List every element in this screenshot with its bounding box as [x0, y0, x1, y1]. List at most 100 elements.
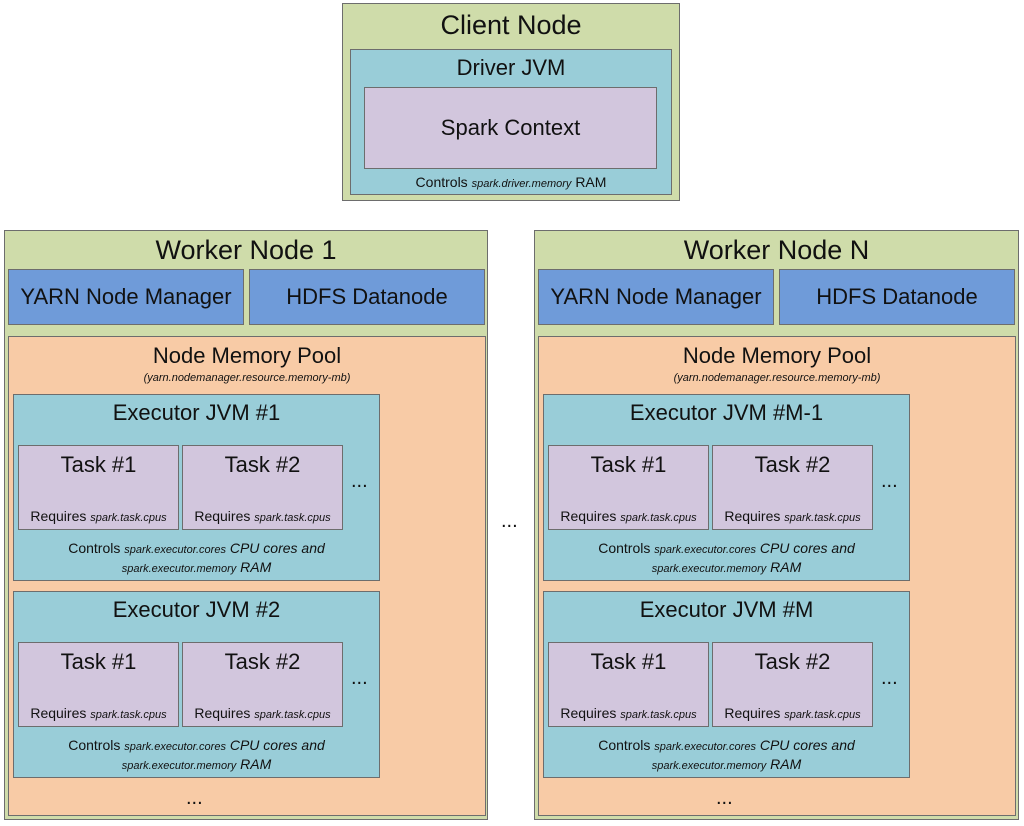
task-title: Task #1 [60, 452, 137, 477]
executor-jvm-title: Executor JVM #M [639, 597, 814, 622]
executor-controls-line1: Controls spark.executor.cores CPU cores … [14, 540, 379, 556]
memory-pool-param: (yarn.nodemanager.resource.memory-mb) [143, 372, 351, 384]
task-requires: Requires spark.task.cpus [19, 508, 178, 524]
task-title: Task #2 [754, 649, 831, 674]
task-requires-param: spark.task.cpus [90, 512, 167, 524]
task-requires: Requires spark.task.cpus [713, 705, 872, 721]
executor-controls-prefix: Controls [68, 540, 121, 556]
more-tasks-ellipsis: ... [881, 667, 898, 689]
memory-pool-title: Node Memory Pool [152, 343, 342, 368]
spark-context: Spark Context [364, 87, 657, 169]
task-requires-label: Requires [724, 508, 781, 524]
client-node: Client Node Driver JVM Spark Context Con… [342, 3, 680, 201]
task-box: Task #2 Requires spark.task.cpus [712, 445, 873, 530]
hdfs-datanode: HDFS Datanode [779, 269, 1015, 325]
task-title: Task #1 [590, 649, 667, 674]
task-box: Task #1 Requires spark.task.cpus [548, 642, 709, 727]
more-executors-ellipsis: ... [186, 787, 203, 809]
memory-pool-title: Node Memory Pool [682, 343, 872, 368]
task-requires-label: Requires [560, 508, 617, 524]
task-box: Task #1 Requires spark.task.cpus [18, 642, 179, 727]
task-requires-param: spark.task.cpus [784, 709, 861, 721]
task-title: Task #1 [60, 649, 137, 674]
executor-cores-suffix: CPU cores and [229, 540, 325, 556]
hdfs-datanode-label: HDFS Datanode [286, 284, 448, 309]
worker-node-title: Worker Node 1 [155, 235, 337, 265]
spark-context-label: Spark Context [440, 115, 581, 140]
executor-controls-line2: spark.executor.memory RAM [544, 559, 909, 575]
executor-controls-line1: Controls spark.executor.cores CPU cores … [544, 540, 909, 556]
task-requires: Requires spark.task.cpus [183, 705, 342, 721]
executor-memory-suffix: RAM [240, 756, 272, 772]
memory-pool-param: (yarn.nodemanager.resource.memory-mb) [673, 372, 881, 384]
executor-controls-prefix: Controls [68, 737, 121, 753]
executor-memory-suffix: RAM [770, 559, 802, 575]
executor-jvm: Executor JVM #M Task #1 Requires spark.t… [543, 591, 910, 778]
task-box: Task #1 Requires spark.task.cpus [18, 445, 179, 530]
executor-controls-line1: Controls spark.executor.cores CPU cores … [14, 737, 379, 753]
executor-controls-line2: spark.executor.memory RAM [544, 756, 909, 772]
driver-controls-suffix: RAM [575, 174, 607, 190]
task-requires-param: spark.task.cpus [254, 512, 331, 524]
executor-controls-line2: spark.executor.memory RAM [14, 559, 379, 575]
worker-node-1: Worker Node 1 YARN Node Manager HDFS Dat… [4, 230, 488, 820]
executor-jvm: Executor JVM #2 Task #1 Requires spark.t… [13, 591, 380, 778]
driver-jvm-title: Driver JVM [456, 55, 566, 80]
task-title: Task #2 [754, 452, 831, 477]
executor-jvm-title: Executor JVM #2 [112, 597, 281, 622]
hdfs-datanode: HDFS Datanode [249, 269, 485, 325]
task-box: Task #1 Requires spark.task.cpus [548, 445, 709, 530]
task-requires-param: spark.task.cpus [90, 709, 167, 721]
task-requires-param: spark.task.cpus [620, 512, 697, 524]
driver-controls-param: spark.driver.memory [471, 178, 572, 190]
yarn-node-manager: YARN Node Manager [538, 269, 774, 325]
more-tasks-ellipsis: ... [881, 470, 898, 492]
worker-node-title: Worker Node N [683, 235, 870, 265]
hdfs-datanode-label: HDFS Datanode [816, 284, 978, 309]
task-requires-label: Requires [30, 508, 87, 524]
task-requires-param: spark.task.cpus [254, 709, 331, 721]
executor-cores-param: spark.executor.cores [124, 741, 226, 753]
task-requires-label: Requires [724, 705, 781, 721]
driver-controls-prefix: Controls [415, 174, 468, 190]
executor-jvm: Executor JVM #1 Task #1 Requires spark.t… [13, 394, 380, 581]
more-tasks-ellipsis: ... [351, 470, 368, 492]
task-requires: Requires spark.task.cpus [19, 705, 178, 721]
executor-cores-suffix: CPU cores and [229, 737, 325, 753]
yarn-node-manager-label: YARN Node Manager [550, 284, 762, 309]
executor-cores-param: spark.executor.cores [654, 741, 756, 753]
executor-controls-prefix: Controls [598, 737, 651, 753]
task-title: Task #2 [224, 649, 301, 674]
executor-controls-prefix: Controls [598, 540, 651, 556]
more-executors-ellipsis: ... [716, 787, 733, 809]
executor-memory-suffix: RAM [770, 756, 802, 772]
executor-cores-param: spark.executor.cores [124, 544, 226, 556]
driver-controls-note: Controls spark.driver.memory RAM [351, 174, 671, 190]
task-requires: Requires spark.task.cpus [183, 508, 342, 524]
task-title: Task #2 [224, 452, 301, 477]
task-requires-label: Requires [30, 705, 87, 721]
yarn-node-manager: YARN Node Manager [8, 269, 244, 325]
executor-cores-suffix: CPU cores and [759, 737, 855, 753]
task-box: Task #2 Requires spark.task.cpus [712, 642, 873, 727]
yarn-node-manager-label: YARN Node Manager [20, 284, 232, 309]
node-memory-pool: Node Memory Pool (yarn.nodemanager.resou… [8, 336, 486, 816]
node-memory-pool: Node Memory Pool (yarn.nodemanager.resou… [538, 336, 1016, 816]
executor-jvm: Executor JVM #M-1 Task #1 Requires spark… [543, 394, 910, 581]
task-box: Task #2 Requires spark.task.cpus [182, 642, 343, 727]
task-requires-label: Requires [194, 705, 251, 721]
task-requires-label: Requires [560, 705, 617, 721]
executor-jvm-title: Executor JVM #M-1 [629, 400, 824, 425]
executor-controls-line2: spark.executor.memory RAM [14, 756, 379, 772]
task-requires-param: spark.task.cpus [784, 512, 861, 524]
client-node-title: Client Node [440, 10, 582, 40]
task-requires-param: spark.task.cpus [620, 709, 697, 721]
executor-memory-param: spark.executor.memory [651, 760, 767, 772]
executor-memory-suffix: RAM [240, 559, 272, 575]
executor-memory-param: spark.executor.memory [121, 563, 237, 575]
worker-node-n: Worker Node N YARN Node Manager HDFS Dat… [534, 230, 1019, 820]
task-requires: Requires spark.task.cpus [549, 508, 708, 524]
task-box: Task #2 Requires spark.task.cpus [182, 445, 343, 530]
executor-cores-param: spark.executor.cores [654, 544, 756, 556]
executor-cores-suffix: CPU cores and [759, 540, 855, 556]
